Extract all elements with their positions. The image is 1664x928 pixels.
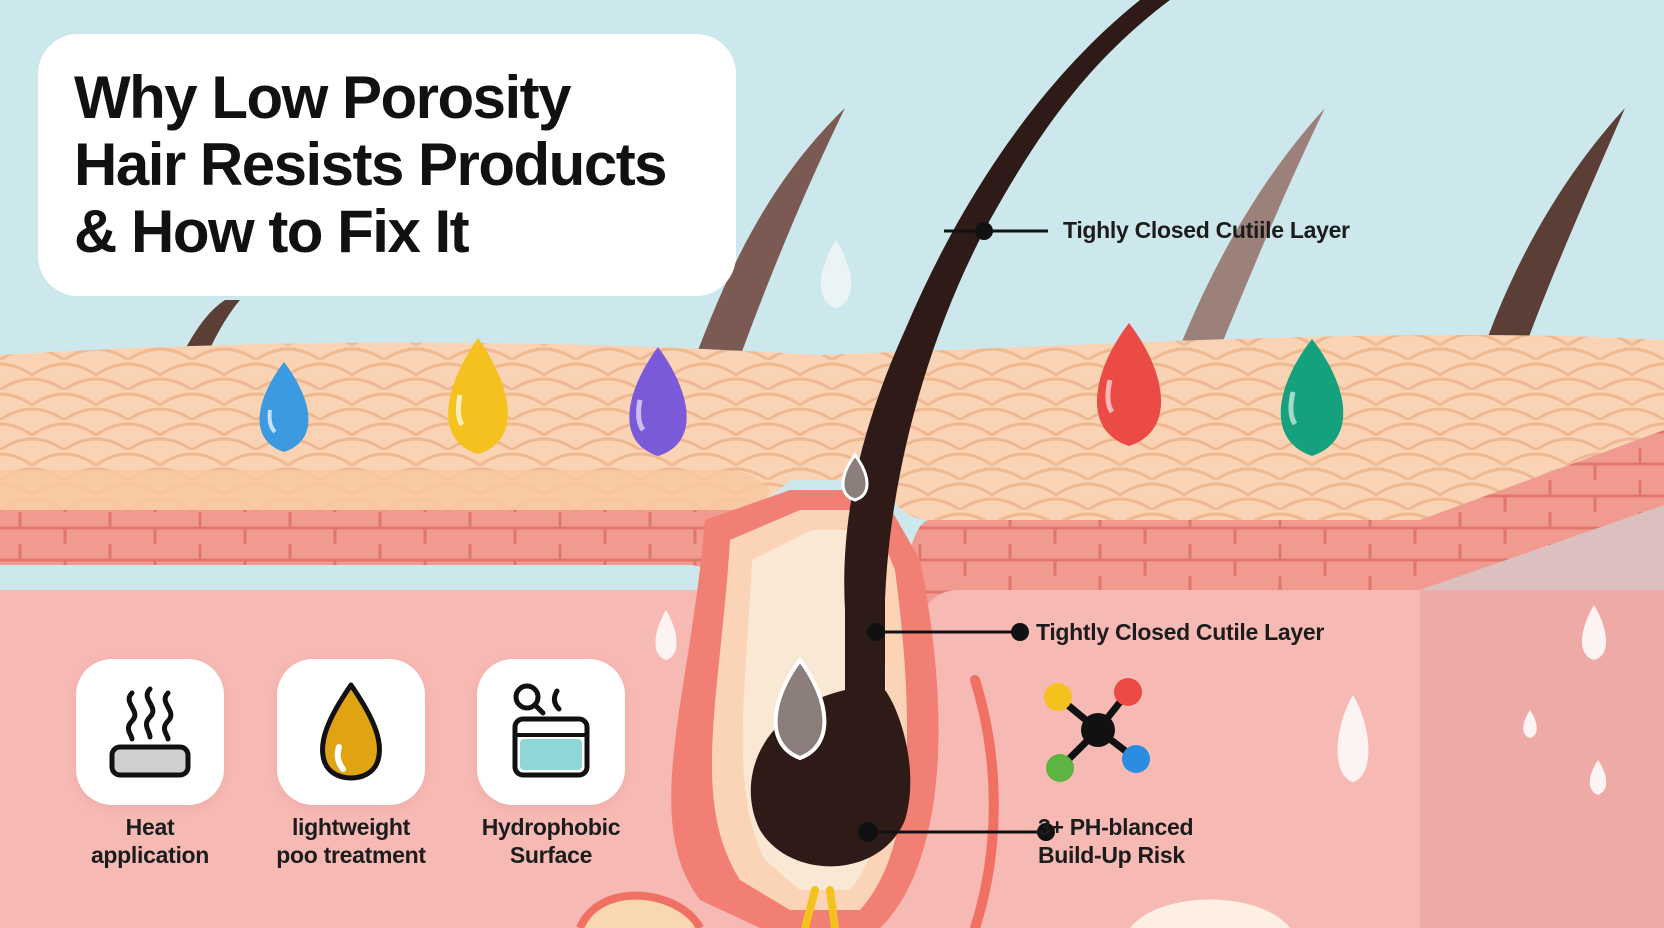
steam-heat-icon xyxy=(109,686,191,778)
water-droplet xyxy=(841,452,869,502)
epidermis-layer-left xyxy=(0,505,760,600)
background-hair xyxy=(1165,108,1325,385)
water-droplet xyxy=(1337,695,1369,782)
background-hair xyxy=(1470,108,1625,390)
hydrophobic-surface-label: Hydrophobic Surface xyxy=(481,814,621,868)
heat-application-card xyxy=(76,659,224,805)
lightweight-treatment-label: lightweight poo treatment xyxy=(276,814,426,868)
water-droplet xyxy=(773,656,827,761)
green-droplet xyxy=(1280,339,1344,456)
water-droplet xyxy=(820,240,852,308)
fat-cell xyxy=(1130,899,1290,928)
lightweight-treatment-card xyxy=(277,659,425,805)
red-droplet xyxy=(1096,323,1162,446)
molecule-icon xyxy=(1044,678,1150,782)
callout-label-cuticle-middle: Tightly Closed Cutile Layer xyxy=(1036,619,1324,645)
background-hair xyxy=(685,108,845,385)
water-beaker-icon xyxy=(512,683,590,778)
callout-label-cuticle-top: Tighly Closed Cutiile Layer xyxy=(1063,217,1350,243)
oil-gland xyxy=(576,891,704,928)
hydrophobic-surface-card xyxy=(477,659,625,805)
epidermis-layer-right xyxy=(900,430,1664,612)
water-droplet xyxy=(1581,605,1607,660)
title-card: Why Low Porosity Hair Resists Products &… xyxy=(38,34,736,296)
callout-label-build-up: 3+ PH-blanced Build-Up Risk xyxy=(1038,814,1194,868)
oil-drop-icon xyxy=(320,682,382,781)
callout-pointer xyxy=(944,222,1048,240)
page-title-line-3: & How to Fix It xyxy=(74,198,470,265)
page-title-line-2: Hair Resists Products xyxy=(74,131,668,198)
yellow-droplet xyxy=(448,338,508,454)
purple-droplet xyxy=(629,347,687,456)
callout-pointer xyxy=(858,822,1055,842)
callout-pointer xyxy=(867,623,1029,641)
heat-application-label: Heat application xyxy=(90,814,210,868)
water-droplet xyxy=(655,610,677,660)
main-hair-shaft xyxy=(750,0,1170,867)
blue-droplet xyxy=(259,362,309,452)
capillary xyxy=(970,675,999,928)
page-title-line-1: Why Low Porosity xyxy=(74,64,572,131)
